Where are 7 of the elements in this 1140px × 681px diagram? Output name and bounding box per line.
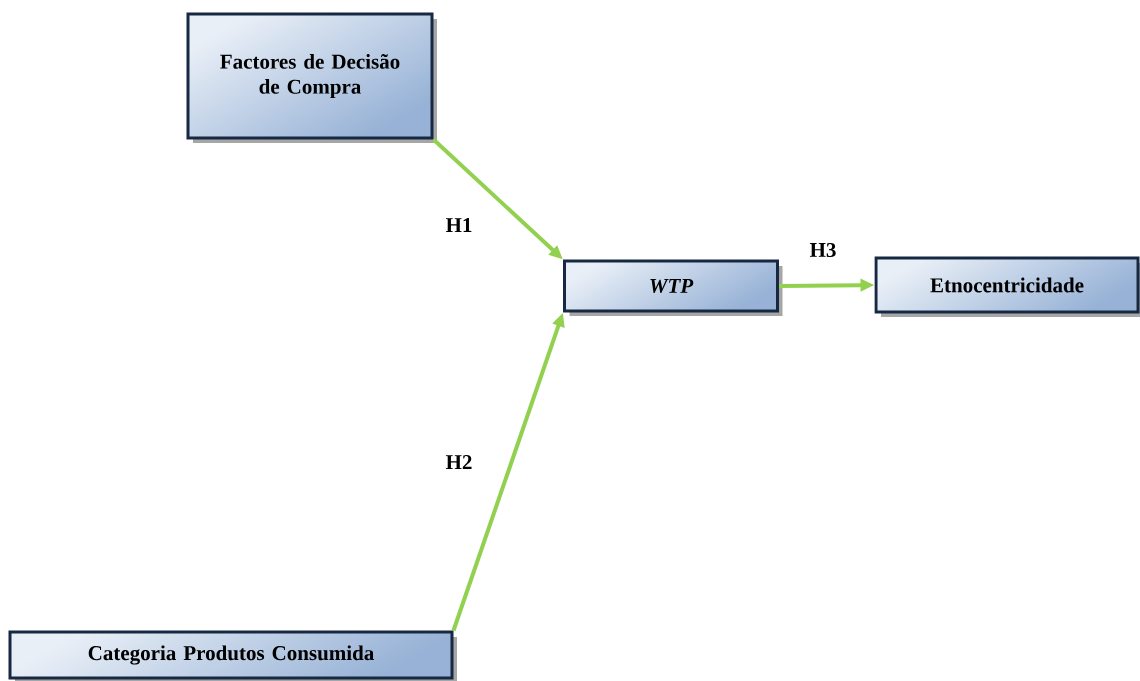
process-box: Categoria Produtos Consumida (8, 630, 457, 681)
process-box: Etnocentricidade (874, 256, 1140, 317)
edge-label: H1 (444, 217, 474, 233)
process-box: Factores de Decisão de Compra (186, 12, 437, 143)
process-box: WTP (563, 259, 783, 316)
edge-label: H3 (808, 241, 838, 259)
edge-label: H2 (444, 454, 474, 470)
